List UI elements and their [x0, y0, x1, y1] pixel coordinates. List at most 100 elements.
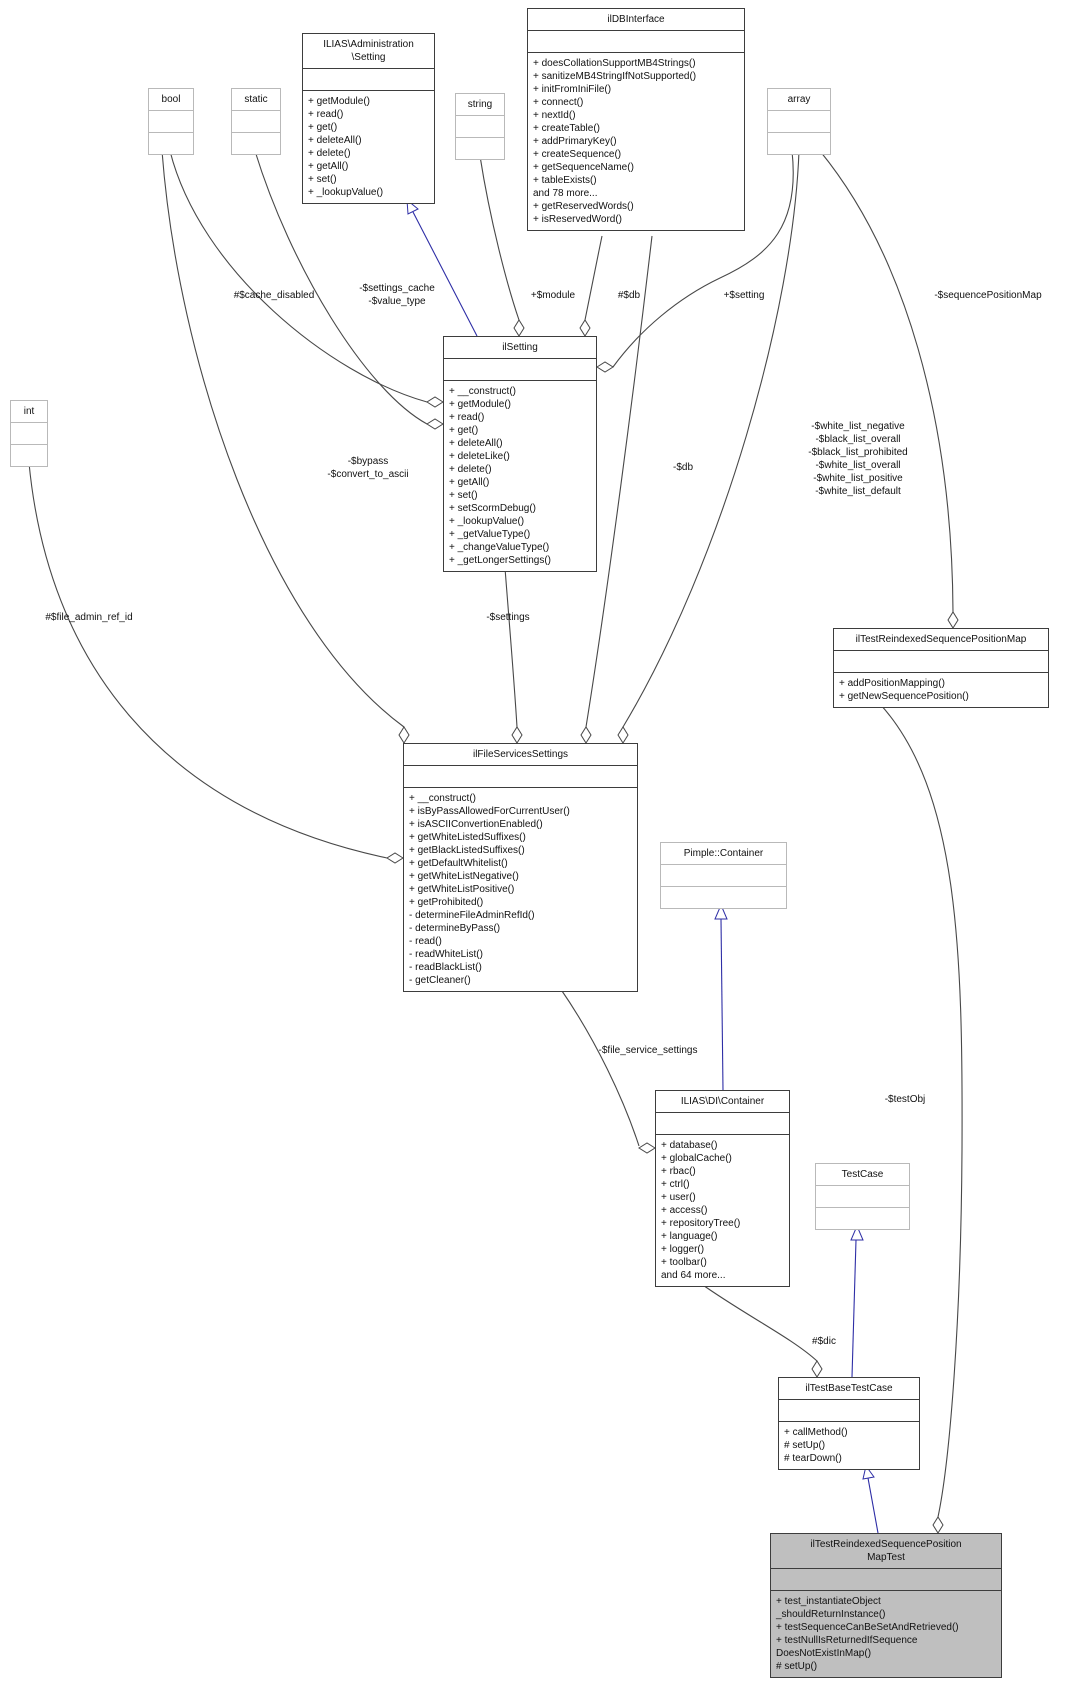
- class-title: ilFileServicesSettings: [404, 744, 637, 766]
- class-ilsetting[interactable]: ilSetting + __construct()+ getModule()+ …: [443, 336, 597, 572]
- class-iltestbasetestcase[interactable]: ilTestBaseTestCase + callMethod() # setUp…: [778, 1377, 920, 1470]
- method-entry: # tearDown(): [784, 1453, 842, 1464]
- method-entry: + access(): [661, 1205, 708, 1216]
- method-entry: + getWhiteListedSuffixes(): [409, 832, 526, 843]
- method-entry: + deleteAll(): [308, 135, 362, 146]
- method-entry: + _getLongerSettings(): [449, 555, 552, 566]
- method-entry: + addPositionMapping(): [839, 678, 945, 689]
- method-entry: + nextId(): [533, 110, 576, 121]
- empty-section: [232, 111, 280, 133]
- method-entry: # setUp(): [784, 1440, 826, 1451]
- class-title: ilTestReindexedSequencePosition MapTest: [771, 1534, 1001, 1569]
- method-entry: + getModule(): [308, 96, 370, 107]
- edge-label-white-lists: -$white_list_negative -$black_list_overa…: [808, 421, 908, 497]
- method-entry: + _getValueType(): [449, 529, 531, 540]
- empty-section: [768, 133, 830, 154]
- class-ildbinterface[interactable]: ilDBInterface + doesCollationSupportMB4S…: [527, 8, 745, 231]
- method-entry: + getProhibited(): [409, 897, 484, 908]
- method-entry: + repositoryTree(): [661, 1218, 741, 1229]
- method-entry: + __construct(): [449, 386, 516, 397]
- empty-attributes: [779, 1400, 919, 1422]
- method-entry: + getModule(): [449, 399, 511, 410]
- class-methods: + database() + globalCache() + rbac() + ctr…: [656, 1135, 789, 1286]
- type-title: bool: [149, 89, 193, 111]
- empty-section: [661, 887, 786, 908]
- class-title: ilTestBaseTestCase: [779, 1378, 919, 1400]
- method-entry: + connect(): [533, 97, 584, 108]
- empty-section: [456, 138, 504, 159]
- empty-attributes: [528, 31, 744, 53]
- empty-section: [11, 423, 47, 445]
- class-methods: + __construct() + getModule() + read() + ge…: [444, 381, 596, 571]
- empty-attributes: [656, 1113, 789, 1135]
- edge-label-db-2: -$db: [672, 462, 693, 473]
- method-entry: + getNewSequencePosition(): [839, 691, 969, 702]
- class-iltestreindexedsequencepositionmaptest-highlighted[interactable]: ilTestReindexedSequencePosition MapTest …: [770, 1533, 1002, 1678]
- method-entry: + testSequenceCanBeSetAndRetrieved(): [776, 1622, 959, 1633]
- class-ilfileservicessettings[interactable]: ilFileServicesSettings + __construct() + …: [403, 743, 638, 992]
- method-entry: + getReservedWords(): [533, 201, 634, 212]
- edge-label-module: +$module: [530, 290, 576, 301]
- empty-attributes: [404, 766, 637, 788]
- method-entry: + deleteAll(): [449, 438, 503, 449]
- empty-section: [456, 116, 504, 138]
- method-entry: + __construct(): [409, 793, 476, 804]
- empty-section: [232, 133, 280, 154]
- method-entry: + doesCollationSupportMB4Strings(): [533, 58, 696, 69]
- method-entry: + _lookupValue(): [308, 187, 384, 198]
- empty-section: [149, 111, 193, 133]
- class-ilias-administration-setting[interactable]: ILIAS\Administration \Setting + getModul…: [302, 33, 435, 204]
- method-entry: # setUp(): [776, 1661, 818, 1672]
- method-entry: + isASCIIConvertionEnabled(): [409, 819, 543, 830]
- method-entry: + isReservedWord(): [533, 214, 623, 225]
- type-node-int: int: [10, 400, 48, 467]
- type-node-bool: bool: [148, 88, 194, 155]
- method-entry: + get(): [449, 425, 479, 436]
- type-title: array: [768, 89, 830, 111]
- method-entry: and 64 more...: [661, 1270, 726, 1281]
- empty-attributes: [834, 651, 1048, 673]
- type-node-string: string: [455, 93, 505, 160]
- empty-section: [768, 111, 830, 133]
- empty-section: [149, 133, 193, 154]
- edge-label-sequence-position-map: -$sequencePositionMap: [934, 290, 1042, 301]
- method-entry: + getWhiteListPositive(): [409, 884, 515, 895]
- method-entry: + ctrl(): [661, 1179, 690, 1190]
- method-entry: DoesNotExistInMap(): [776, 1648, 872, 1659]
- method-entry: - readBlackList(): [409, 962, 482, 973]
- class-title: ilTestReindexedSequencePositionMap: [834, 629, 1048, 651]
- class-title: ILIAS\DI\Container: [656, 1091, 789, 1113]
- type-title: TestCase: [816, 1164, 909, 1186]
- class-methods: + getModule()+ read()+ get()+ deleteAll(…: [303, 91, 434, 203]
- type-title: int: [11, 401, 47, 423]
- method-entry: + database(): [661, 1140, 718, 1151]
- class-iltestreindexedsequencepositionmap[interactable]: ilTestReindexedSequencePositionMap + add…: [833, 628, 1049, 708]
- method-entry: _shouldReturnInstance(): [776, 1609, 886, 1620]
- class-ilias-di-container[interactable]: ILIAS\DI\Container + database() + globalC…: [655, 1090, 790, 1287]
- method-entry: + deleteLike(): [449, 451, 510, 462]
- method-entry: + read(): [449, 412, 485, 423]
- empty-attributes: [771, 1569, 1001, 1591]
- empty-attributes: [444, 359, 596, 381]
- method-entry: + language(): [661, 1231, 718, 1242]
- type-node-static: static: [231, 88, 281, 155]
- method-entry: + globalCache(): [661, 1153, 732, 1164]
- type-title: Pimple::Container: [661, 843, 786, 865]
- empty-section: [661, 865, 786, 887]
- method-entry: + setScormDebug(): [449, 503, 536, 514]
- method-entry: + delete(): [308, 148, 351, 159]
- edge-label-dic: #$dic: [812, 1336, 836, 1347]
- type-title: static: [232, 89, 280, 111]
- type-node-array: array: [767, 88, 831, 155]
- type-node-testcase: TestCase: [815, 1163, 910, 1230]
- method-entry: + rbac(): [661, 1166, 696, 1177]
- method-entry: + initFromIniFile(): [533, 84, 612, 95]
- method-entry: + getSequenceName(): [533, 162, 634, 173]
- method-entry: + getBlackListedSuffixes(): [409, 845, 525, 856]
- method-entry: + callMethod(): [784, 1427, 848, 1438]
- class-methods: + callMethod() # setUp() # tearDown(): [779, 1422, 919, 1469]
- method-entry: + user(): [661, 1192, 696, 1203]
- method-entry: + toolbar(): [661, 1257, 707, 1268]
- method-entry: + set(): [308, 174, 337, 185]
